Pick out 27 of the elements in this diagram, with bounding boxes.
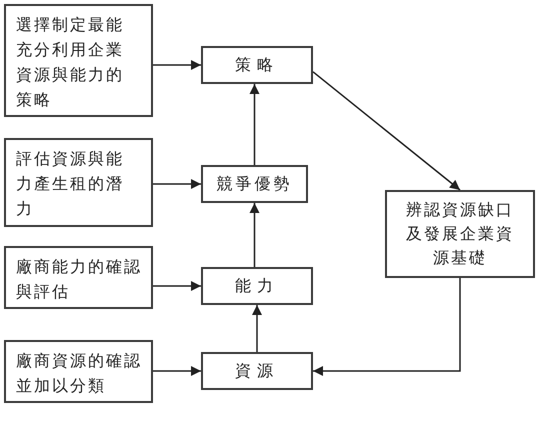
arrow: [250, 84, 260, 165]
arrow: [153, 179, 201, 189]
node-text: 選擇制定最能充分利用企業資源與能力的策略: [16, 14, 125, 111]
arrow: [153, 366, 201, 376]
process-box: [201, 267, 313, 305]
node-text: 辨認資源缺口及發展企業資源基礎: [405, 199, 515, 269]
node-text: 資源: [234, 360, 280, 382]
process-box: [4, 246, 153, 309]
arrow: [153, 281, 201, 291]
process-box: [201, 165, 308, 203]
arrow: [312, 71, 460, 191]
arrow: [252, 305, 262, 352]
process-box: [4, 340, 153, 403]
process-box: [4, 4, 153, 117]
process-box: [201, 352, 313, 390]
node-text: 評估資源與能力產生租的潛力: [16, 148, 125, 220]
process-box: [385, 190, 535, 278]
node-text: 廠商能力的確認與評估: [16, 256, 143, 303]
node-text: 策略: [234, 54, 280, 76]
node-text: 競爭優勢: [216, 173, 294, 195]
node-text: 廠商資源的確認並加以分類: [16, 350, 143, 397]
process-box: [4, 138, 153, 227]
arrow: [153, 60, 201, 70]
arrow: [250, 203, 260, 267]
node-text: 能力: [234, 275, 280, 297]
arrow: [313, 278, 461, 376]
process-box: [201, 46, 313, 84]
